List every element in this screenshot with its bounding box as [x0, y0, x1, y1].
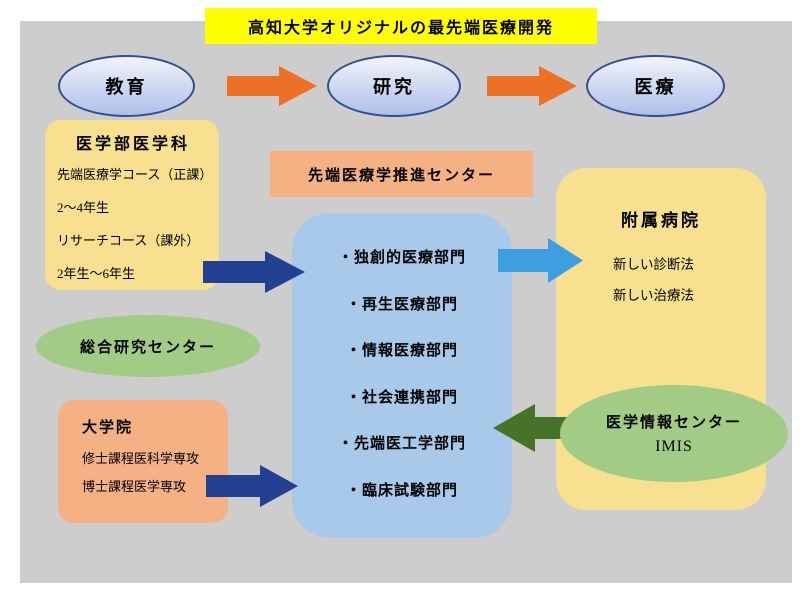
education-label: 教育 [105, 77, 148, 97]
med-school-line: 2～4年生 [57, 200, 110, 215]
right-arrow-icon [206, 465, 298, 507]
arrow-medschool-to-center [203, 251, 305, 293]
department-item: ・再生医療部門 [345, 296, 458, 313]
grad-school-box: 大学院 修士課程医科学専攻 博士課程医学専攻 [58, 400, 228, 523]
department-item: ・先端医工学部門 [337, 436, 466, 452]
medical-label: 医療 [634, 77, 677, 97]
med-school-line: 2年生～6年生 [57, 266, 136, 281]
research-ellipse: 研究 [327, 55, 461, 117]
right-arrow-icon [203, 251, 305, 293]
hospital-line: 新しい治療法 [613, 288, 694, 303]
promotion-center-title: 先端医療学推進センター [307, 167, 495, 184]
arrow-center-to-hospital [498, 238, 583, 283]
med-school-title: 医学部医学科 [75, 136, 190, 153]
department-item: ・臨床試験部門 [345, 482, 458, 499]
medical-info-center-subtitle: IMIS [655, 438, 693, 455]
right-arrow-icon [227, 66, 317, 106]
right-arrow-icon [498, 238, 583, 283]
hospital-title: 附属病院 [621, 211, 701, 230]
med-school-line: 先端医療学コース（正課） [57, 167, 213, 182]
department-item: ・情報医療部門 [345, 343, 458, 359]
department-item: ・社会連携部門 [345, 389, 458, 406]
arrow-gradschool-to-center [206, 465, 298, 507]
promotion-center-box: ・独創的医療部門 ・再生医療部門 ・情報医療部門 ・社会連携部門 ・先端医工学部… [292, 213, 512, 538]
flow-arrow-education-to-research [227, 66, 317, 106]
medical-info-center-title: 医学情報センター [605, 415, 742, 431]
medical-ellipse: 医療 [586, 55, 725, 117]
grad-school-line: 修士課程医科学専攻 [82, 451, 200, 466]
flow-arrow-research-to-medical [487, 66, 577, 106]
med-school-box: 医学部医学科 先端医療学コース（正課） 2～4年生 リサーチコース（課外） 2年… [45, 120, 219, 290]
research-center-ellipse: 総合研究センター [36, 315, 260, 377]
department-item: ・独創的医療部門 [337, 250, 466, 266]
education-ellipse: 教育 [58, 55, 195, 117]
medical-info-center-ellipse: 医学情報センター IMIS [560, 385, 788, 482]
right-arrow-icon [487, 66, 577, 106]
research-label: 研究 [373, 77, 415, 97]
title-banner: 高知大学オリジナルの最先端医療開発 [205, 8, 597, 44]
med-school-line: リサーチコース（課外） [57, 233, 200, 248]
research-center-label: 総合研究センター [79, 339, 216, 356]
grad-school-line: 博士課程医学専攻 [82, 479, 187, 494]
promotion-center-header: 先端医療学推進センター [270, 151, 533, 197]
grad-school-title: 大学院 [82, 420, 134, 436]
slide-title: 高知大学オリジナルの最先端医療開発 [247, 20, 554, 37]
hospital-line: 新しい診断法 [613, 257, 694, 272]
